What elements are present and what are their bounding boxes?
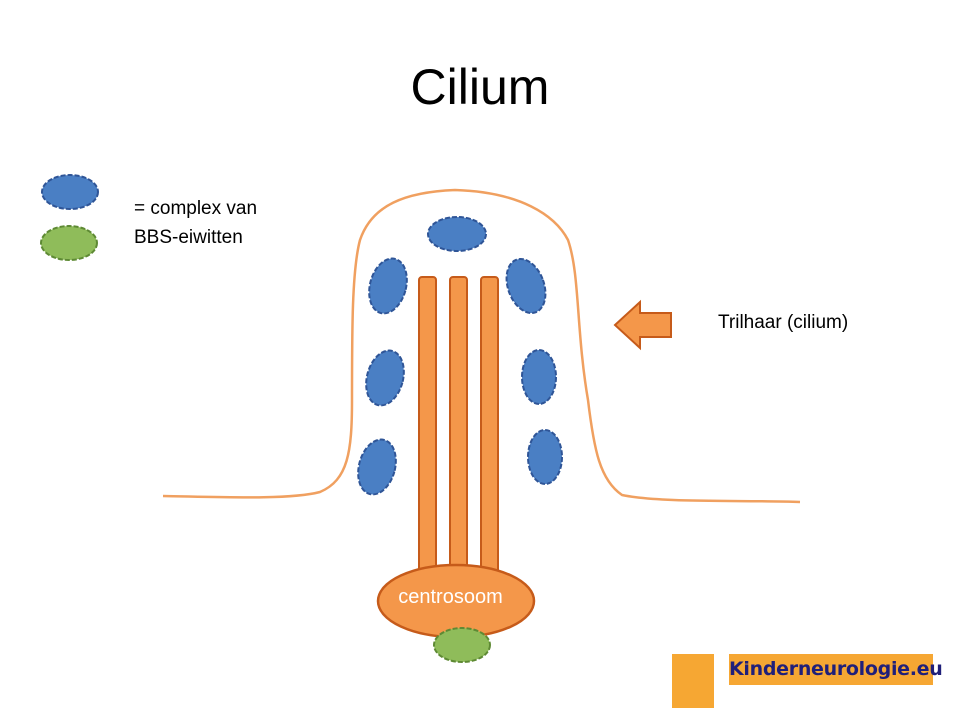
legend-label-line2: BBS-eiwitten — [134, 227, 243, 248]
bbs-complex-left-lower — [357, 438, 397, 496]
cell-membrane — [162, 188, 801, 504]
legend-label-line1: = complex van — [134, 198, 258, 219]
bbs-complex-right-upper — [505, 257, 547, 315]
bbs-complex-green-bottom — [433, 627, 491, 663]
bbs-complex-right-middle — [521, 349, 557, 405]
centrosome-label: centrosoom — [398, 586, 503, 608]
cilium-arrow-label: Trilhaar (cilium) — [718, 312, 849, 333]
bbs-complex-left-middle — [365, 349, 405, 407]
bbs-complex-left-upper — [368, 257, 408, 315]
legend-label: = complex van BBS-eiwitten — [134, 194, 257, 252]
microtubule-rod-right — [480, 276, 499, 588]
logo-image — [672, 654, 714, 708]
legend-green-complex-icon — [40, 225, 98, 261]
bbs-complex-right-lower — [527, 429, 563, 485]
microtubule-rod-left — [418, 276, 437, 588]
logo-text: Kinderneurologie.eu — [729, 654, 943, 685]
microtubule-rod-middle — [449, 276, 468, 588]
pointer-arrow-left-icon — [613, 299, 672, 351]
legend-blue-complex-icon — [41, 174, 99, 210]
bbs-complex-top — [427, 216, 487, 252]
page-title: Cilium — [410, 59, 550, 115]
